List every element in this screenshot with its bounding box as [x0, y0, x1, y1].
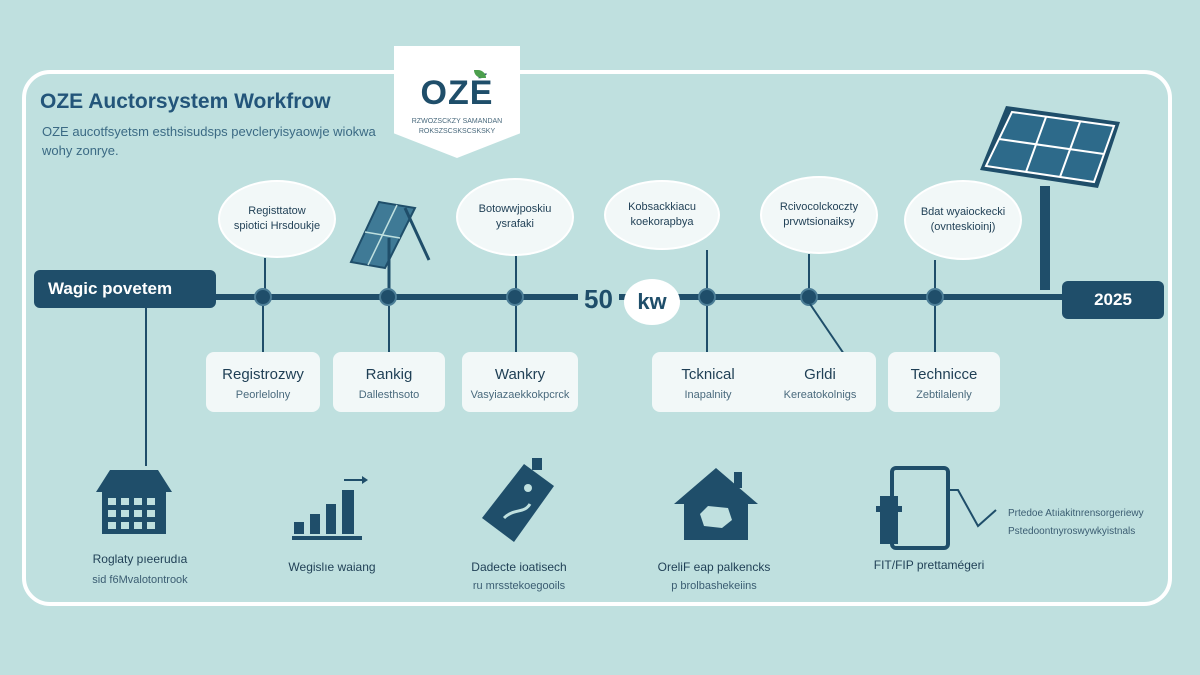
capacity-value: 50 — [578, 284, 619, 315]
connector-line — [145, 306, 147, 466]
meter-icon — [874, 466, 1014, 561]
house-icon — [672, 464, 762, 549]
stage-card-title: Grldi — [804, 366, 836, 383]
stage-card-group: Tcknical Inapalnity Grldi Kereatokolnigs — [652, 352, 876, 412]
logo-text: OZÉ — [420, 74, 494, 112]
connector-line — [934, 260, 936, 296]
bottom-item-label: Wegislıe waiang — [288, 560, 376, 574]
solar-panel-icon — [970, 100, 1130, 305]
page-subtitle: OZE aucotfsyetsm esthsisudsps pevcleryis… — [42, 124, 376, 158]
timeline-node — [926, 288, 944, 306]
timeline-start-label: Wagic povetem — [34, 270, 216, 308]
contract-handshake-icon — [474, 456, 564, 551]
timeline-node — [379, 288, 397, 306]
stage-card-subtitle: Vasyiazaekkokpcrck — [470, 389, 570, 401]
stage-card-subtitle: Inapalnity — [684, 389, 732, 401]
connector-line — [706, 250, 708, 296]
stage-card-title: Tcknical — [681, 366, 735, 383]
stage-card-subtitle: Dallesthsoto — [358, 389, 420, 401]
timeline-node — [800, 288, 818, 306]
stage-card-title: Rankig — [365, 366, 413, 383]
bottom-item-label: OreliF eap palkencks — [657, 560, 771, 574]
leaf-icon — [474, 70, 486, 78]
side-note: Prtedoe Atıiakitnrensorgeriewy — [1008, 508, 1144, 519]
oze-logo: OZÉ RZWOZSCKZY SAMANDAN ROKSZSCSKSCSKSKY — [394, 46, 520, 158]
logo-subline-1: RZWOZSCKZY SAMANDAN — [411, 118, 503, 125]
stage-card-subtitle: Kereatokolnigs — [783, 389, 857, 401]
stage-card: Rankig Dallesthsoto — [333, 352, 445, 412]
connector-line — [262, 306, 264, 352]
page-title: OZE Auctorsystem Workfrow — [40, 90, 331, 113]
connector-line — [515, 256, 517, 296]
bottom-item-label: FIT/FIP prettamégeri — [873, 558, 985, 572]
timeline-node — [506, 288, 524, 306]
connector-line — [264, 258, 266, 296]
bottom-item-label: Dadecte ioatisech — [471, 560, 567, 574]
timeline-node — [698, 288, 716, 306]
stage-card-subtitle: Zebtilalenly — [916, 389, 972, 401]
bottom-item-sublabel: p brolbashekeiins — [671, 580, 757, 592]
stage-card: Technicce Zebtilalenly — [888, 352, 1000, 412]
capacity-unit: kw — [624, 279, 680, 325]
step-bubble: Rcivocolckoczty prvwtsionaiksy — [760, 176, 878, 254]
connector-line — [706, 306, 708, 352]
building-icon — [94, 466, 174, 541]
step-bubble: Kobsackkiacu koekorapbya — [604, 180, 720, 250]
step-bubble: Bdat wyaiockecki (ovnteskioinj) — [904, 180, 1022, 260]
timeline-node — [254, 288, 272, 306]
small-solar-panel-icon — [345, 198, 435, 303]
bottom-item-sublabel: ru mrsstekoegooils — [472, 580, 566, 592]
logo-subline-2: ROKSZSCSKSCSKSKY — [418, 128, 496, 135]
bar-chart-icon — [292, 472, 372, 557]
step-bubble: Registtatow spiotici Hrsdoukje — [218, 180, 336, 258]
stage-card-title: Registrozwy — [222, 366, 304, 383]
side-note: Pstedoontnyroswywkyistnals — [1008, 526, 1136, 537]
timeline-end-label: 2025 — [1062, 281, 1164, 319]
connector-line — [515, 306, 517, 352]
stage-card-title: Wankry — [494, 366, 546, 383]
stage-card-subtitle: Peorlelolny — [235, 389, 291, 401]
connector-line — [808, 303, 848, 361]
connector-line — [934, 306, 936, 352]
stage-card: Registrozwy Peorlelolny — [206, 352, 320, 412]
bottom-item-sublabel: sid f6Mvalotontrook — [92, 574, 188, 586]
stage-card: Wankry Vasyiazaekkokpcrck — [462, 352, 578, 412]
stage-card-title: Technicce — [910, 366, 978, 383]
content-frame — [22, 70, 1172, 606]
step-bubble: Botowwjposkiu ysrafaki — [456, 178, 574, 256]
bottom-item-label: Roglaty pıeerudıa — [92, 552, 188, 566]
connector-line — [808, 254, 810, 296]
connector-line — [388, 306, 390, 352]
